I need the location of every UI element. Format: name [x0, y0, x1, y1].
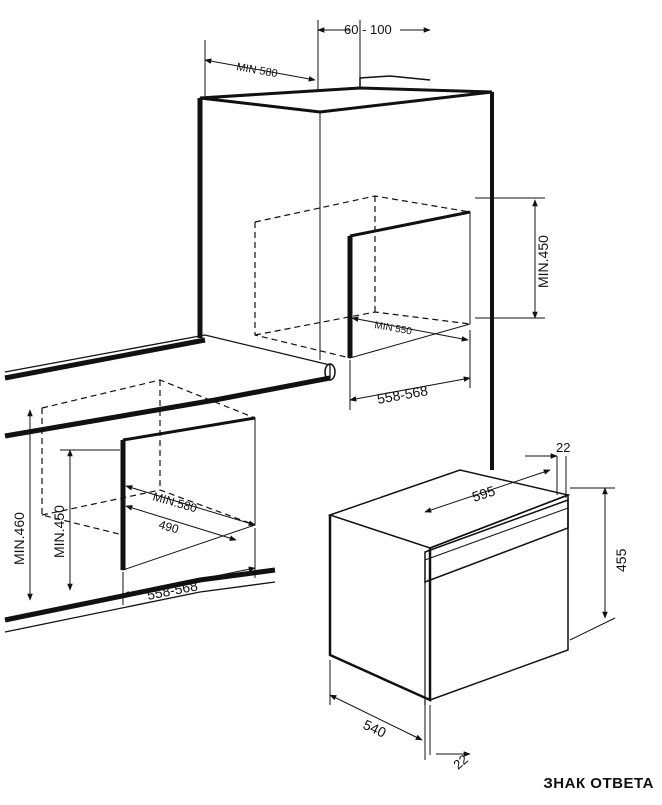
base-plinth: [4, 567, 276, 633]
label-min-height-lower-outer: MIN.460: [11, 512, 27, 565]
upper-niche: [254, 195, 471, 359]
label-oven-height: 455: [613, 548, 629, 572]
tall-cabinet: [197, 75, 494, 470]
label-min-width-top: MIN 580: [235, 61, 278, 80]
label-min-height-upper: MIN.450: [535, 235, 551, 288]
label-front-panel-top: 22: [556, 440, 570, 455]
label-oven-width: 595: [470, 482, 497, 505]
label-gap-top: 60 - 100: [344, 22, 392, 37]
label-oven-depth: 540: [361, 716, 389, 740]
worktop: [4, 334, 336, 439]
lower-niche: [41, 379, 256, 571]
label-min-depth-lower: MIN.580: [151, 489, 199, 515]
label-min-height-lower-inner: MIN.450: [51, 505, 67, 558]
label-depth-lower: 490: [157, 517, 180, 536]
label-width-range-upper: 558-568: [376, 382, 430, 407]
dimension-lines: [27, 20, 616, 760]
label-width-range-lower: 558-568: [146, 577, 200, 603]
label-front-panel-bottom: 22: [450, 752, 471, 773]
watermark-text: ЗНАК ОТВЕТА: [543, 775, 654, 792]
label-min-depth-upper: MIN 550: [373, 320, 413, 337]
oven-body: [327, 469, 571, 705]
